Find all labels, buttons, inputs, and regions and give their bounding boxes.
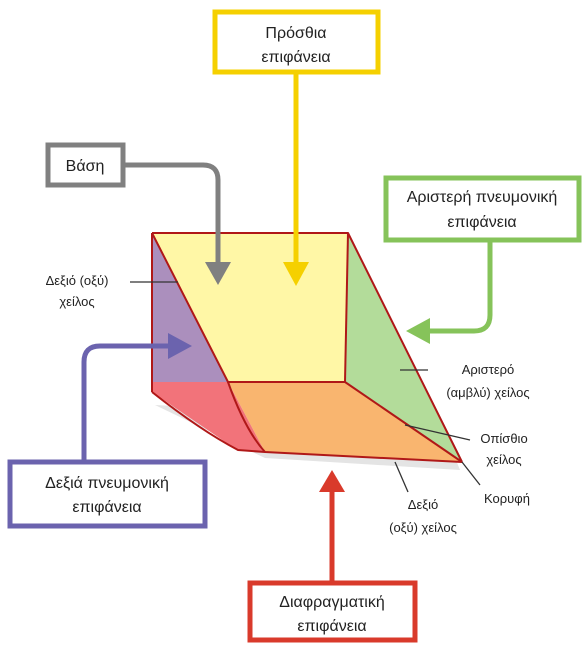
posterior-border-line1: Οπίσθιο [480,431,527,446]
left-pulmonary-label-line1: Αριστερή πνευμονική [407,189,558,206]
left-pulmonary-arrow-head [406,318,430,344]
base-label: Βάση [66,158,105,175]
diaphragmatic-label-line1: Διαφραγματική [279,594,384,611]
front-surface-label-line2: επιφάνεια [261,49,330,66]
left-pulmonary-label-line2: επιφάνεια [447,214,516,231]
leader-lines [130,281,481,493]
diaphragmatic-arrow-head [319,470,345,492]
base-arrow [123,162,221,262]
right-pulmonary-label-line1: Δεξιά πνευμονική [45,475,169,492]
apex-label: Κορυφή [484,491,530,506]
diaphragmatic-label-line2: επιφάνεια [297,618,366,635]
right-acute-border-top-line1: Δεξιό (οξύ) [46,273,109,288]
right-acute-border-bottom-line2: (οξύ) χείλος [389,520,457,535]
diaphragmatic-box [247,580,418,643]
left-obtuse-border-line2: (αμβλύ) χείλος [446,385,529,400]
right-pulmonary-box [7,459,208,529]
left-pulmonary-arrow [428,240,493,334]
right-pulmonary-arrow [81,343,170,462]
right-acute-border-top-line2: χείλος [59,294,94,309]
right-pulmonary-label-line2: επιφάνεια [72,499,141,516]
front-arrow-head [283,262,309,286]
right-acute-border-bottom-line1: Δεξιό [408,497,438,512]
right-diaphragmatic-face [152,382,265,452]
posterior-border-line2: χείλος [486,452,521,467]
base-arrow-head [205,262,231,285]
diaphragmatic-face [228,382,462,462]
solid-edges [151,232,463,463]
left-pulmonary-box [383,175,582,243]
left-obtuse-border-line1: Αριστερό [462,362,515,377]
right-pulmonary-arrow-head [168,333,192,359]
front-surface-label-line1: Πρόσθια [265,25,326,42]
